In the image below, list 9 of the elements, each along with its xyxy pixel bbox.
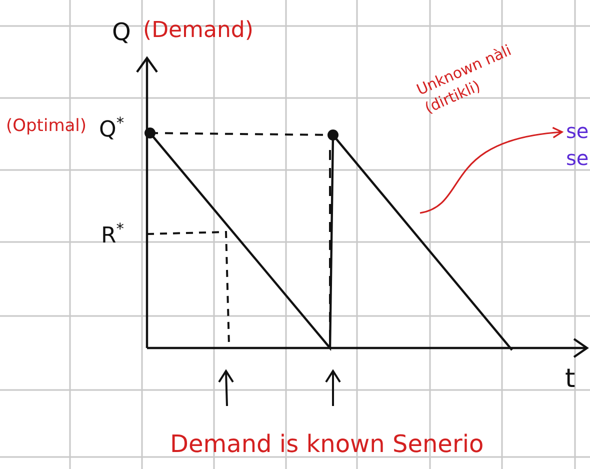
- caption-text: Demand is known Senerio: [170, 432, 484, 456]
- note-text: se se: [566, 118, 590, 172]
- axis-label: t: [565, 366, 576, 392]
- axis-label: Q: [112, 20, 131, 44]
- annotation-text: (Optimal): [6, 118, 87, 135]
- curved-arrow: [420, 127, 563, 214]
- value-label: R$^{*}$: [101, 222, 124, 248]
- value-label: Q$^{*}$: [99, 116, 124, 142]
- axis-label: (Demand): [143, 20, 254, 42]
